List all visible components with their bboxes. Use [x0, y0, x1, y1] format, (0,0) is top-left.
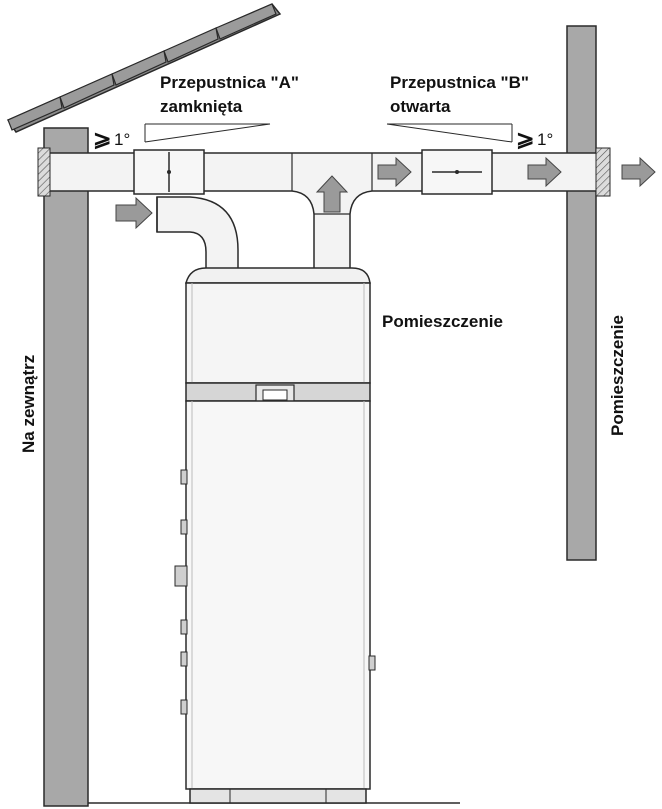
inlet-arrow — [115, 196, 153, 230]
damper-a-label-line1: Przepustnica "A" — [160, 73, 299, 92]
room-label-center: Pomieszczenie — [382, 312, 503, 331]
slope-symbol-a: ⩾ — [93, 126, 111, 151]
inlet-elbow — [156, 196, 239, 271]
outlet-up-arrow — [315, 175, 349, 213]
airflow-arrows — [115, 156, 656, 230]
heat-pump-unit — [174, 267, 376, 804]
roof — [6, 3, 282, 133]
right-wall-penetration — [595, 147, 611, 197]
damper-b — [421, 149, 493, 195]
left-wall-penetration — [37, 147, 51, 197]
slope-b-label: 1° — [537, 130, 553, 149]
exit-arrow — [621, 156, 656, 188]
slope-indicator-a — [144, 123, 271, 143]
damper-b-label-line2: otwarta — [390, 97, 451, 116]
damper-a — [133, 149, 205, 195]
damper-a-label-line2: zamknięta — [160, 97, 243, 116]
flow-arrow-2 — [527, 156, 562, 188]
room-label-right: Pomieszczenie — [608, 315, 627, 436]
flow-arrow-1 — [377, 156, 412, 188]
outside-label: Na zewnątrz — [19, 355, 38, 453]
slope-indicator-b — [386, 123, 513, 143]
left-wall — [43, 127, 89, 807]
right-wall — [566, 25, 597, 561]
slope-symbol-b: ⩾ — [516, 126, 534, 151]
slope-a-label: 1° — [114, 130, 130, 149]
damper-b-label-line1: Przepustnica "B" — [390, 73, 529, 92]
